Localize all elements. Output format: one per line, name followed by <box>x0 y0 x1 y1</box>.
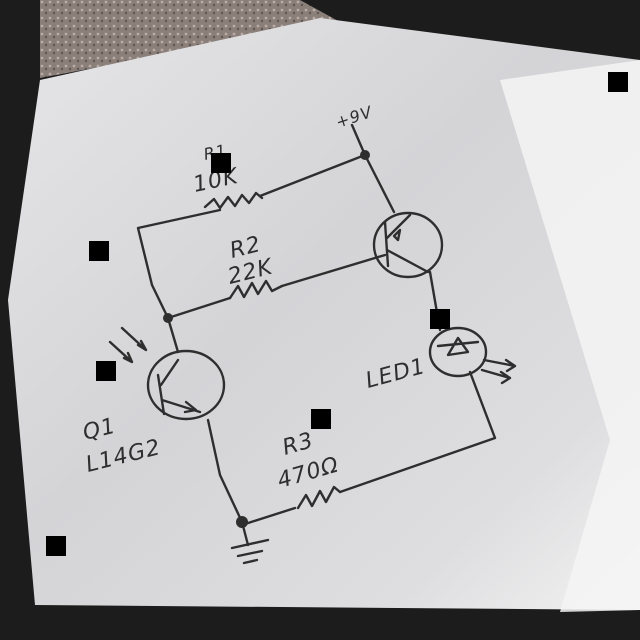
wire-to-q2-emitter <box>363 153 396 214</box>
resistor-r2-symbol <box>228 279 284 300</box>
transistor-q2-leads <box>385 213 430 274</box>
transistor-q1-arrow <box>183 400 198 414</box>
redaction-square <box>311 409 331 429</box>
led1-diode-symbol <box>436 336 480 357</box>
wire-r3-ground <box>243 506 297 526</box>
resistor-r1-symbol <box>203 191 264 210</box>
redaction-square <box>96 361 116 381</box>
wire-led-r3 <box>338 370 497 494</box>
wire-r1-right <box>258 153 367 198</box>
paper-sheet <box>8 18 640 610</box>
paper-highlight <box>500 60 640 612</box>
led1-circle <box>428 326 488 378</box>
light-input-arrows <box>108 326 148 364</box>
redaction-square <box>46 536 66 556</box>
wire-r1-left <box>136 208 222 320</box>
redaction-square <box>211 153 231 173</box>
led1-light-arrows <box>480 358 517 385</box>
transistor-q1-circle <box>146 349 226 421</box>
redaction-square <box>608 72 628 92</box>
transistor-q2-base-bar <box>383 220 390 268</box>
transistor-q2-arrow <box>392 228 402 242</box>
resistor-r3-symbol <box>296 485 342 510</box>
redaction-square <box>89 241 109 261</box>
redaction-square <box>430 309 450 329</box>
wire-r2-left <box>166 296 232 320</box>
wire-to-q1 <box>166 316 180 354</box>
wire-supply <box>350 123 367 157</box>
wire-q1-ground <box>206 418 250 547</box>
transistor-q1-base-bar <box>156 373 166 416</box>
transistor-q2-circle <box>372 211 444 279</box>
ground-symbol <box>230 538 270 565</box>
fabric-corner <box>40 0 340 78</box>
supply-junction-dot <box>360 150 370 160</box>
base-junction-dot <box>163 313 173 323</box>
ground-junction-dot <box>236 516 248 528</box>
wire-r2-right <box>280 253 387 288</box>
